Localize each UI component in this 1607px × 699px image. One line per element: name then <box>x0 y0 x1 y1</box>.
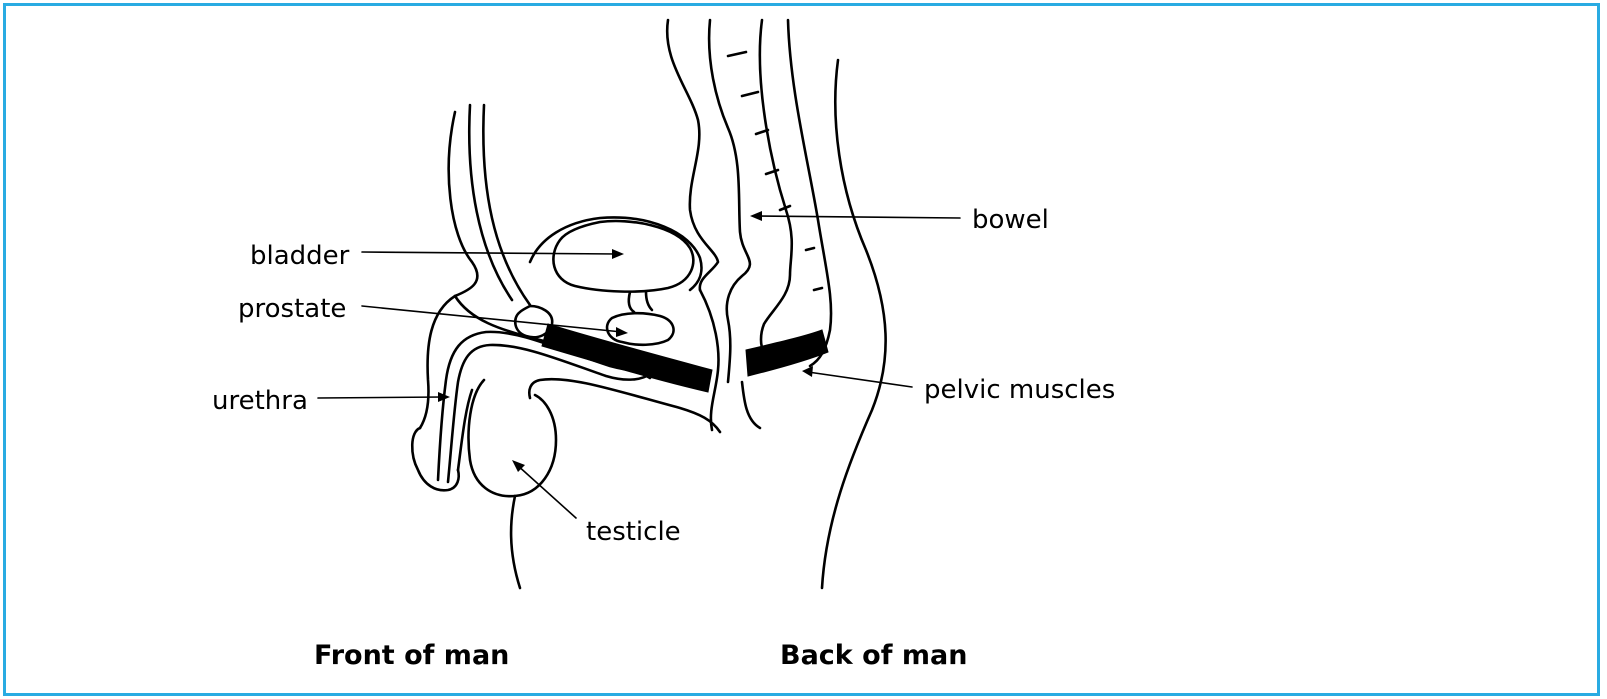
pelvic-muscle-band-right <box>746 330 828 376</box>
bowel-right <box>700 290 718 430</box>
leg-front <box>511 496 520 588</box>
pelvic-muscles-arrowhead <box>802 366 813 377</box>
caption-back-of-man: Back of man <box>780 642 967 669</box>
abdominal-wall-inner-2 <box>483 105 530 305</box>
label-prostate: prostate <box>238 296 346 322</box>
testicle-pointer <box>516 464 576 518</box>
bladder-arrowhead <box>612 249 624 259</box>
label-testicle: testicle <box>586 519 681 545</box>
sacrum-curve <box>788 20 831 366</box>
label-bowel: bowel <box>972 207 1049 233</box>
pelvic-muscle-band-left <box>542 324 712 392</box>
bowel-spine-wall <box>760 20 792 352</box>
pelvic-muscles-pointer <box>808 372 912 387</box>
bladder-neck-2 <box>646 292 652 310</box>
bladder-neck <box>629 292 634 312</box>
urethra-pointer <box>318 397 444 398</box>
caption-front-of-man: Front of man <box>314 642 509 669</box>
rectum-right <box>742 382 760 428</box>
prostate-arrowhead <box>616 327 628 337</box>
label-pelvic-muscles: pelvic muscles <box>924 377 1115 403</box>
prostate-pointer <box>362 306 622 332</box>
testicle-shape <box>469 380 556 496</box>
bowel-pointer <box>756 216 960 218</box>
sacrum-dash-7 <box>814 288 822 290</box>
sacrum-dash-1 <box>728 52 746 56</box>
sacrum-dash-6 <box>806 248 814 250</box>
bladder-pointer <box>362 252 618 254</box>
label-urethra: urethra <box>212 388 308 414</box>
sacrum-dash-5 <box>780 206 790 210</box>
label-bladder: bladder <box>250 243 349 269</box>
bowel-arrowhead <box>750 211 762 221</box>
sacrum-dash-2 <box>742 92 758 96</box>
